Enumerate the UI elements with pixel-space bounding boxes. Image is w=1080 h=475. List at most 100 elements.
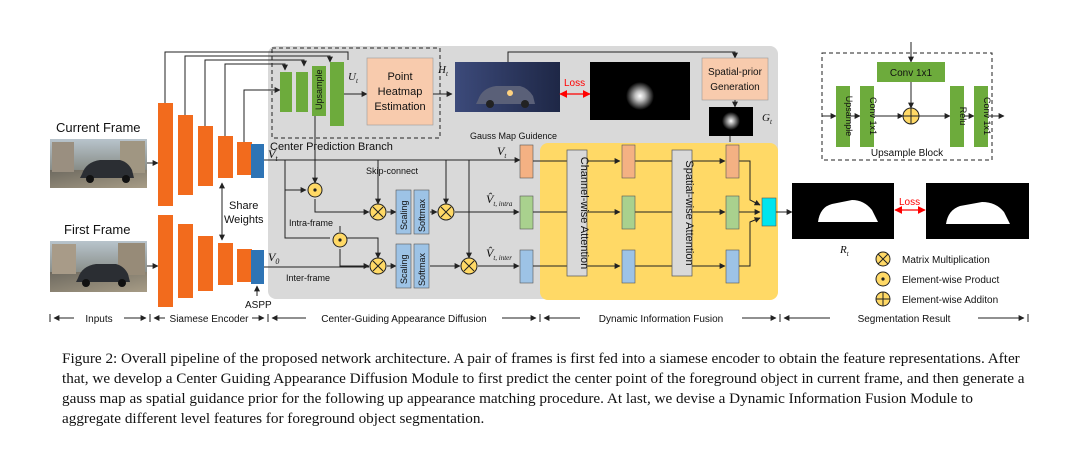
section-center-guiding: Center-Guiding Appearance Diffusion xyxy=(321,314,486,325)
legend-addition-label: Element-wise Additon xyxy=(902,295,998,306)
scaling-label-inter: Scaling xyxy=(399,254,409,284)
elementwise-product-node-2 xyxy=(332,232,348,248)
gt-blob xyxy=(722,112,740,130)
legend-elementwise-label: Element-wise Product xyxy=(902,275,999,286)
current-frame-image xyxy=(50,139,147,188)
point-heatmap-label-3: Estimation xyxy=(374,101,425,113)
upsample-stack xyxy=(280,66,326,116)
share-weights-label-1: Share xyxy=(229,200,258,212)
section-bar xyxy=(49,314,1029,322)
fusion-block-2-top xyxy=(725,144,740,179)
channel-attention-block xyxy=(566,149,588,277)
scaling-block-intra xyxy=(395,189,412,235)
softmax-block-intra xyxy=(413,189,430,235)
point-heatmap-block xyxy=(366,57,434,126)
share-weights-label-2: Weights xyxy=(224,214,264,226)
ub-relu-label: Relu xyxy=(958,107,968,126)
matrix-mult-node-inter-1 xyxy=(369,257,387,275)
first-frame-label: First Frame xyxy=(64,222,130,237)
ub-conv-block-1 xyxy=(860,86,874,147)
gauss-map-guidence-label: Gauss Map Guidence xyxy=(470,131,557,141)
ub-conv-label-1: Conv 1x1 xyxy=(868,97,878,135)
fusion-block-1-top xyxy=(621,144,636,179)
legend-matrix-icon xyxy=(875,251,891,267)
intra-frame-label: Intra-frame xyxy=(289,218,333,228)
matrix-mult-node-intra-1 xyxy=(369,203,387,221)
fusion-block-2-mid xyxy=(725,195,740,230)
fusion-block-2-bot xyxy=(725,249,740,284)
section-dynamic-fusion: Dynamic Information Fusion xyxy=(599,314,724,325)
vt-right-label: Vt xyxy=(497,144,507,160)
skip-connect-label: Skip-connect xyxy=(366,166,419,176)
center-prediction-branch-box xyxy=(271,47,441,139)
spatial-prior-label-2: Generation xyxy=(710,82,759,93)
legend-matrix-label: Matrix Multiplication xyxy=(902,255,990,266)
fusion-block-1-mid xyxy=(621,195,636,230)
spatial-prior-block xyxy=(701,57,769,101)
ub-upsample-label: Upsample xyxy=(844,96,854,137)
current-frame-label: Current Frame xyxy=(56,120,141,135)
softmax-label-inter: Softmax xyxy=(417,252,427,286)
feature-block-vt xyxy=(519,144,534,179)
feature-block-inter xyxy=(519,249,534,284)
legend-addition-icon xyxy=(875,291,891,307)
channel-attention-label: Channel-wise Attention xyxy=(578,157,590,270)
feature-block-intra xyxy=(519,195,534,230)
aspp-label: ASPP xyxy=(245,300,272,311)
center-prediction-branch-label: Center Prediction Branch xyxy=(270,141,393,153)
loss-label-right: Loss xyxy=(899,197,920,208)
ht-heatmap-image xyxy=(455,62,560,112)
upsample-block-box xyxy=(821,52,993,161)
aspp-block-top xyxy=(251,144,264,178)
ut-block xyxy=(330,62,344,126)
ub-addition-node xyxy=(902,107,920,125)
softmax-label-intra: Softmax xyxy=(417,198,427,232)
diffusion-lines xyxy=(264,116,521,269)
gauss-blob xyxy=(626,82,654,110)
ht-to-spatial-prior-line xyxy=(507,51,738,62)
ub-conv-top-block xyxy=(877,62,945,82)
ub-relu-block xyxy=(950,86,964,147)
scaling-block-inter xyxy=(395,243,412,289)
rt-label: Rt xyxy=(839,244,850,258)
section-siamese-encoder: Siamese Encoder xyxy=(170,314,250,325)
ub-conv-top-label: Conv 1x1 xyxy=(890,68,933,79)
matrix-mult-node-inter-2 xyxy=(460,257,478,275)
point-heatmap-label-2: Heatmap xyxy=(378,86,423,98)
ub-conv-block-2 xyxy=(974,86,988,147)
loss-label-top: Loss xyxy=(564,78,585,89)
point-heatmap-label-1: Point xyxy=(387,71,412,83)
upsample-block-label: Upsample Block xyxy=(871,148,944,159)
upsample-label: Upsample xyxy=(314,69,324,110)
legend-elementwise-icon xyxy=(875,271,891,287)
inter-frame-label: Inter-frame xyxy=(286,273,330,283)
vt-inter-label: V̂t, inter xyxy=(486,246,512,262)
encoder-top xyxy=(158,103,252,206)
section-segmentation-result: Segmentation Result xyxy=(858,314,951,325)
fusion-block-1-bot xyxy=(621,249,636,284)
upsample-block-lines xyxy=(822,42,1005,119)
vt-intra-label: V̂t, intra xyxy=(486,192,513,208)
spatial-attention-block xyxy=(671,149,693,277)
v0-label: V0 xyxy=(268,250,279,266)
matrix-mult-node-intra-2 xyxy=(437,203,455,221)
rt-prediction-mask xyxy=(792,183,894,239)
ub-upsample-block xyxy=(836,86,850,147)
gt-label: Gt xyxy=(762,112,773,126)
figure-caption: Figure 2: Overall pipeline of the propos… xyxy=(62,349,1030,429)
dynamic-fusion-panel xyxy=(540,143,778,300)
spatial-prior-label-1: Spatial-prior xyxy=(708,67,763,78)
ub-conv-label-2: Conv 1x1 xyxy=(982,97,992,135)
scaling-label-intra: Scaling xyxy=(399,200,409,230)
vt-label: Vt xyxy=(268,147,278,163)
encoder-bottom xyxy=(158,215,252,307)
section-inputs: Inputs xyxy=(85,314,112,325)
ht-label: Ht xyxy=(437,64,449,78)
spatial-attention-label: Spatial-wise Attention xyxy=(683,160,695,265)
caption-text: Figure 2: Overall pipeline of the propos… xyxy=(62,350,1025,427)
ut-label: Ut xyxy=(348,71,359,85)
aspp-block-bottom xyxy=(251,250,264,284)
first-frame-image xyxy=(50,241,147,292)
output-cyan-block xyxy=(761,197,777,227)
